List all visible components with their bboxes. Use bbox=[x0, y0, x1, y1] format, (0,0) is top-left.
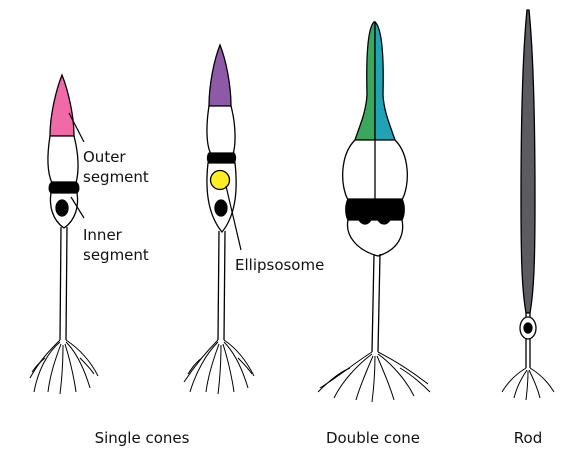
cone1-axon bbox=[60, 227, 67, 340]
ellipsosome-label: Ellipsosome bbox=[235, 256, 324, 274]
cone1-inner-body bbox=[48, 136, 78, 183]
double-pedicle bbox=[318, 352, 430, 402]
double-outer-left bbox=[355, 22, 375, 140]
inner-segment-label: Inner segment bbox=[83, 226, 149, 264]
double-outer-right bbox=[375, 22, 395, 140]
outer-segment-label: Outer segment bbox=[83, 148, 149, 186]
cone2-axon bbox=[218, 231, 225, 340]
single-cone-2 bbox=[184, 45, 254, 394]
cone2-nucleus bbox=[215, 200, 227, 216]
cone1-pedicle bbox=[30, 340, 98, 394]
rod-spherule bbox=[502, 368, 554, 400]
rod-axon bbox=[526, 339, 530, 368]
cone2-inner-body bbox=[207, 106, 235, 154]
cone1-outer-segment bbox=[50, 75, 74, 136]
double-nucleus-left bbox=[358, 206, 372, 224]
single-cones-caption: Single cones bbox=[95, 429, 190, 447]
rod-caption: Rod bbox=[514, 429, 542, 447]
double-dark-band bbox=[346, 199, 405, 220]
double-nucleus-compartment bbox=[348, 220, 403, 256]
double-nucleus-right bbox=[377, 206, 391, 224]
cone2-outer-segment bbox=[209, 45, 231, 106]
double-axon bbox=[372, 254, 380, 352]
double-cone-caption: Double cone bbox=[326, 429, 420, 447]
rod-outer-segment bbox=[521, 10, 535, 313]
rod bbox=[502, 10, 554, 400]
cone1-dark-band bbox=[49, 182, 79, 193]
cone1-nucleus bbox=[56, 200, 68, 216]
cone2-pedicle bbox=[184, 340, 254, 394]
rod-nucleus bbox=[524, 323, 532, 333]
cone2-dark-band bbox=[208, 153, 236, 163]
double-cone bbox=[318, 22, 430, 402]
